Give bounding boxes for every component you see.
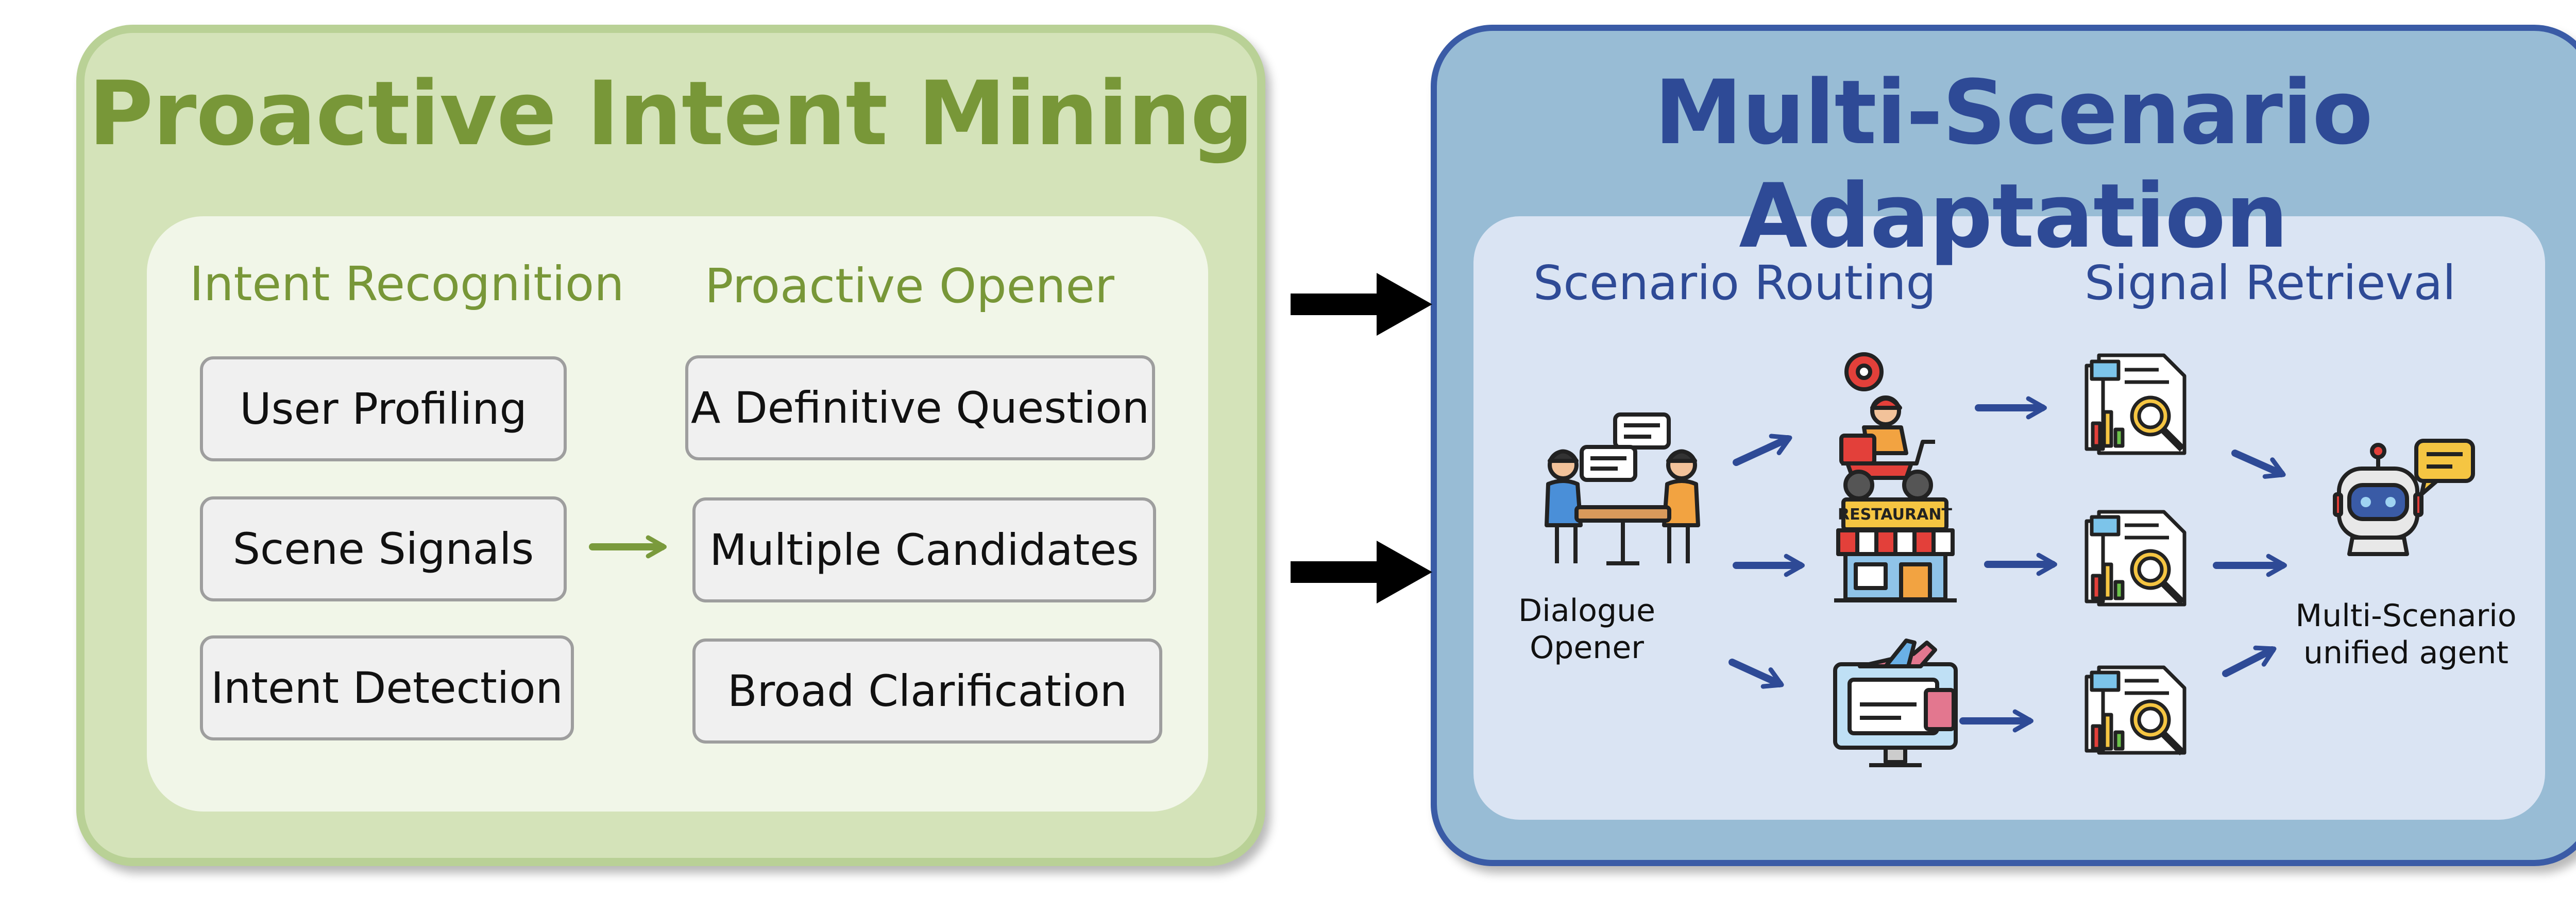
report-search-icon-3 — [2084, 665, 2187, 755]
broad-clarification-box: Broad Clarification — [692, 639, 1162, 744]
black-arrow-top — [1291, 273, 1432, 336]
scenario-routing-heading: Scenario Routing — [1533, 255, 1936, 310]
dialogue-caption-line1: Dialogue — [1518, 593, 1656, 629]
intent-recognition-heading: Intent Recognition — [190, 256, 624, 312]
dialogue-opener-caption: Dialogue Opener — [1504, 592, 1669, 666]
scene-signals-box: Scene Signals — [200, 496, 567, 601]
restaurant-icon — [1834, 497, 1957, 602]
intent-detection-box: Intent Detection — [200, 635, 574, 740]
dialogue-caption-line2: Opener — [1530, 630, 1644, 666]
report-search-icon-2 — [2084, 510, 2187, 607]
route-arrow-1 — [1733, 434, 1792, 466]
flight-booking-icon — [1833, 639, 1958, 767]
agent-arrow-3 — [2222, 645, 2277, 677]
user-profiling-box: User Profiling — [200, 356, 567, 461]
left-panel-title: Proactive Intent Mining — [88, 62, 1254, 165]
restaurant-sign-text: RESTAURANT — [1838, 506, 1952, 524]
agent-caption-line2: unified agent — [2303, 635, 2509, 671]
delivery-scooter-icon — [1839, 352, 1935, 501]
definitive-question-box: A Definitive Question — [685, 355, 1155, 460]
agent-caption: Multi-Scenario unified agent — [2277, 597, 2535, 671]
multiple-candidates-box: Multiple Candidates — [692, 497, 1156, 602]
robot-agent-icon — [2333, 439, 2475, 556]
proactive-opener-heading: Proactive Opener — [705, 258, 1114, 314]
route-arrow-3 — [1728, 659, 1784, 689]
black-arrow-bottom — [1291, 541, 1432, 603]
agent-arrow-1 — [2231, 450, 2286, 479]
agent-caption-line1: Multi-Scenario — [2295, 598, 2517, 634]
right-panel-title: Multi-Scenario Adaptation — [1654, 61, 2373, 268]
signal-retrieval-heading: Signal Retrieval — [2084, 255, 2456, 310]
dialogue-icon — [1545, 412, 1700, 565]
report-search-icon-1 — [2084, 353, 2187, 455]
